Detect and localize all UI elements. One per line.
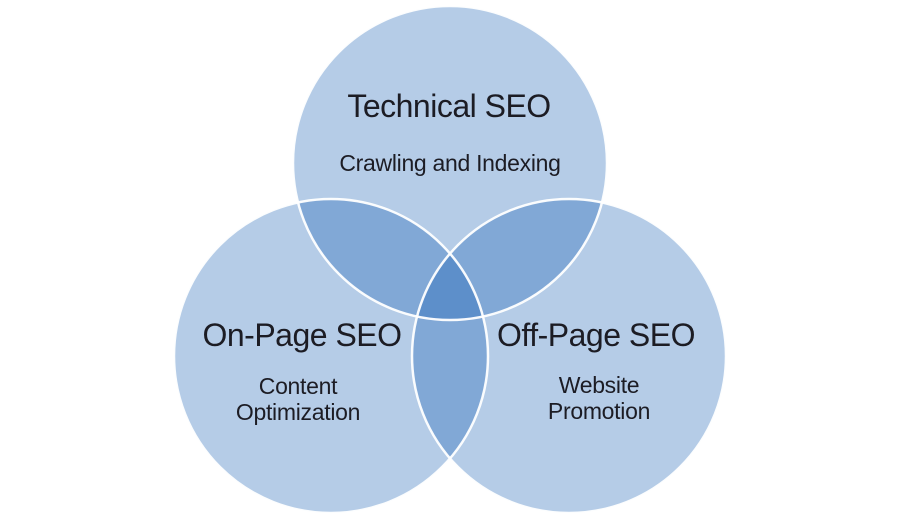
on-page-seo-circle	[174, 199, 488, 513]
on-page-seo-circle-outline	[172, 197, 490, 515]
technical-seo-circle	[293, 6, 607, 320]
off-page-seo-circle	[412, 199, 726, 513]
off-page-seo-circle-outline	[410, 197, 728, 515]
technical-seo-circle-outline	[291, 4, 609, 322]
